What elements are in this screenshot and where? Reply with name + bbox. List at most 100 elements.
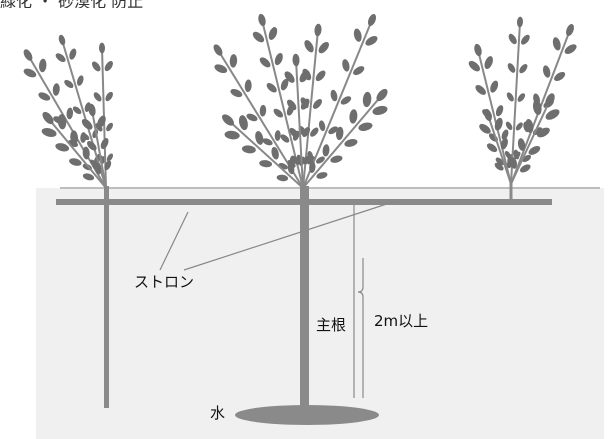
leaf (528, 146, 541, 155)
leaf (506, 157, 514, 169)
leaf (494, 162, 504, 171)
leaf (537, 127, 550, 138)
leaf (484, 108, 492, 122)
leaf (299, 70, 309, 83)
center-plant-branch-3-stem (302, 19, 373, 189)
leaf (554, 71, 566, 82)
depth-brace (357, 258, 364, 398)
leaf (312, 99, 322, 109)
leaf (81, 133, 90, 141)
leaf (304, 40, 314, 53)
leaf (41, 127, 57, 138)
ground-area (36, 188, 604, 439)
leaf (42, 111, 54, 125)
leaf (97, 115, 106, 128)
leaf (57, 114, 67, 130)
leaf (23, 68, 37, 78)
leaf (495, 157, 504, 166)
leaf (314, 23, 322, 37)
center-plant-branch-6-stem (295, 59, 304, 189)
leaf (508, 33, 517, 45)
leaf (23, 49, 33, 61)
leaf (484, 56, 493, 70)
leaf (552, 37, 561, 51)
leaf (328, 126, 339, 135)
leaf (92, 163, 101, 172)
leaf (353, 66, 365, 76)
stolon-label: ストロン (134, 273, 195, 291)
leaf (69, 48, 77, 60)
main-root (300, 186, 309, 408)
leaf (479, 123, 491, 134)
stolon-pointer-left (159, 211, 189, 271)
left-plant-branch-4-stem (91, 109, 107, 189)
right-plant-branch-4-stem (487, 114, 512, 185)
leaf (287, 162, 295, 175)
leaf (358, 122, 373, 131)
main-root-label: 主根 (316, 316, 347, 334)
leaf (376, 88, 388, 102)
leaf (516, 16, 524, 28)
plants (23, 13, 577, 189)
leaf (362, 91, 372, 108)
leaf (105, 91, 113, 102)
leaf (315, 70, 326, 82)
leaf (271, 146, 279, 160)
leaf (475, 85, 486, 95)
leaf (495, 105, 504, 117)
leaf (98, 42, 106, 54)
leaf (91, 61, 101, 72)
leaf (76, 75, 84, 86)
depth-label: 2m以上 (374, 312, 429, 330)
leaf (72, 106, 82, 115)
leaf (486, 143, 498, 153)
leaf (468, 60, 480, 72)
leaf (367, 14, 377, 26)
leaf (259, 57, 271, 68)
leaf (87, 141, 97, 151)
leaf (500, 137, 508, 150)
leaf (545, 109, 560, 120)
leaf (302, 126, 311, 138)
leaf (521, 34, 530, 45)
leaf (494, 117, 503, 131)
leaf (266, 83, 277, 93)
leaf (525, 119, 534, 133)
left-plant-branch-3-stem (47, 117, 107, 189)
leaf (349, 109, 358, 124)
right-plant-branch-0-stem (477, 49, 512, 185)
leaf (564, 44, 577, 55)
leaf (66, 107, 74, 120)
leaf (246, 113, 258, 122)
leaf (55, 143, 70, 152)
leaf (52, 83, 60, 96)
leaf (276, 174, 289, 182)
leaf (289, 127, 299, 138)
leaf (274, 130, 281, 142)
leaf (310, 127, 319, 137)
leaf (274, 52, 283, 66)
leaf (519, 63, 528, 74)
water-pool (235, 405, 379, 425)
leaf (506, 92, 514, 102)
leaf (365, 36, 378, 46)
leaf (106, 122, 114, 132)
leaf (490, 80, 499, 93)
leaf (322, 144, 330, 157)
leaf (315, 156, 325, 164)
leaf (104, 160, 112, 171)
leaf (318, 41, 329, 54)
water-label: 水 (210, 404, 226, 422)
leaf (300, 98, 310, 110)
leaf (292, 156, 300, 165)
leaf (82, 146, 90, 160)
leaf (335, 126, 344, 141)
leaf (309, 161, 316, 174)
center-plant-branch-4-stem (227, 119, 304, 189)
leaf (104, 60, 113, 72)
leaf (330, 89, 338, 102)
page-caption: 緑化 ・ 砂漠化 防止 (0, 0, 143, 8)
leaf (259, 160, 273, 168)
leaf (504, 150, 511, 159)
leaf (340, 96, 352, 105)
